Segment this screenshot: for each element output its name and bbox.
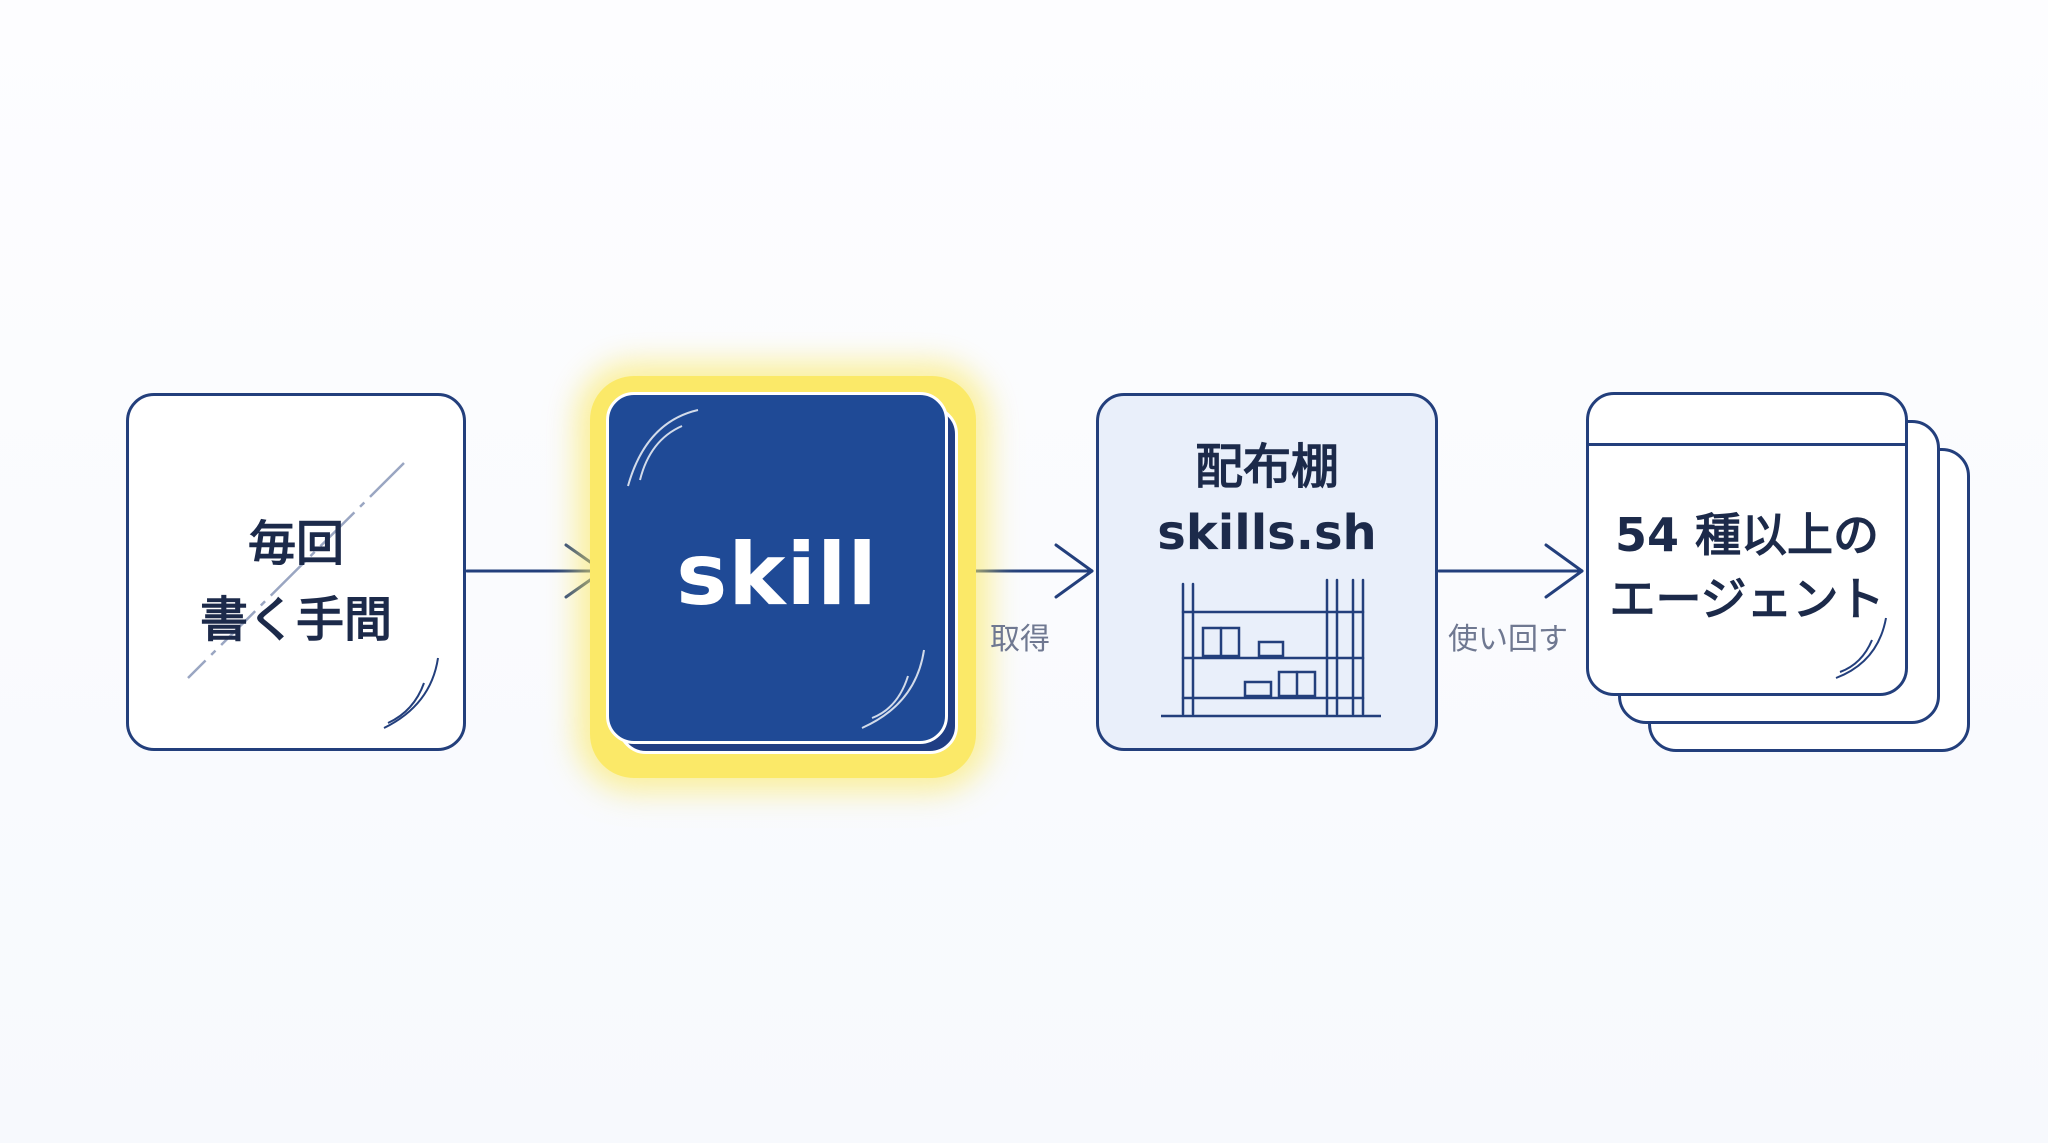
node-shelf-label: 配布棚 skills.sh xyxy=(1099,434,1435,566)
node-agents-label: 54 種以上の エージェント xyxy=(1589,503,1905,631)
node-skill: skill xyxy=(606,392,948,744)
skill-shine-marks xyxy=(627,409,925,729)
node-agents-line-2: エージェント xyxy=(1609,572,1885,626)
node-effort-label: 毎回 書く手間 xyxy=(129,506,463,658)
node-agents: 54 種以上の エージェント xyxy=(1586,392,1908,696)
edge-label-reuse: 使い回す xyxy=(1448,622,1568,657)
node-shelf: 配布棚 skills.sh xyxy=(1096,393,1438,751)
agent-card-shine-marks xyxy=(1835,617,1887,679)
agent-card-title-bar xyxy=(1589,443,1905,446)
node-effort-line-1: 毎回 xyxy=(247,516,344,572)
node-skill-label: skill xyxy=(676,525,878,625)
edge-label-acquire: 取得 xyxy=(990,622,1050,657)
node-effort: 毎回 書く手間 xyxy=(126,393,466,751)
node-agents-line-1: 54 種以上の xyxy=(1614,508,1880,562)
arrow-effort-to-skill xyxy=(465,543,605,599)
shelf-icon xyxy=(1161,578,1381,718)
arrow-shelf-to-agents xyxy=(1437,543,1584,599)
arrow-skill-to-shelf xyxy=(956,543,1094,599)
node-shelf-line-1: 配布棚 xyxy=(1194,439,1339,495)
node-effort-line-2: 書く手間 xyxy=(199,592,392,648)
node-shelf-line-2: skills.sh xyxy=(1157,505,1377,561)
crossed-out-line xyxy=(187,462,439,729)
